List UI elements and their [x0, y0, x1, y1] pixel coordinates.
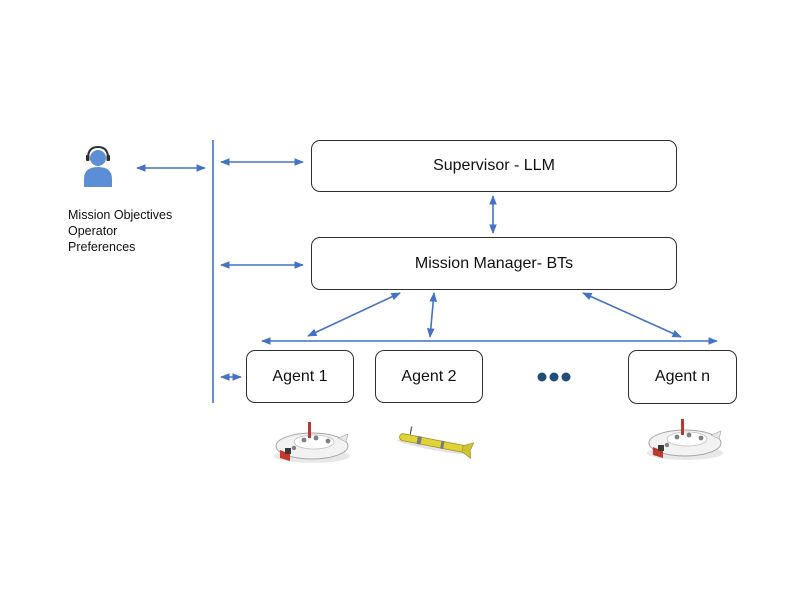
operator-note-objectives: Mission Objectives: [68, 208, 173, 222]
operator-note-preferences: Preferences: [68, 240, 136, 254]
supervisor-llm-box: Supervisor - LLM: [311, 140, 677, 192]
agent-2-label: Agent 2: [401, 367, 457, 385]
torpedo-auv-icon: [396, 426, 475, 460]
agent-1-box: Agent 1: [246, 350, 354, 403]
manager-agent-arrow-right: [582, 292, 682, 338]
manager-agent-arrow-left: [307, 292, 401, 337]
mission-manager-box: Mission Manager- BTs: [311, 237, 677, 290]
round-underwater-drone-icon: [647, 419, 723, 460]
agent-1-label: Agent 1: [272, 367, 328, 385]
operator-notes: Mission Objectives Operator Preferences: [68, 207, 172, 255]
round-underwater-drone-icon: [274, 422, 350, 463]
supervisor-label: Supervisor - LLM: [433, 157, 555, 174]
agent-2-box: Agent 2: [375, 350, 483, 403]
mission-manager-label: Mission Manager- BTs: [414, 254, 574, 272]
agent-n-box: Agent n: [628, 350, 737, 404]
operator-note-operator: Operator: [68, 224, 118, 238]
agent-n-label: Agent n: [654, 368, 711, 385]
manager-agent-arrow-middle: [426, 292, 438, 338]
operator-headset-icon: [84, 145, 112, 187]
three-dots-icon: [537, 372, 571, 382]
